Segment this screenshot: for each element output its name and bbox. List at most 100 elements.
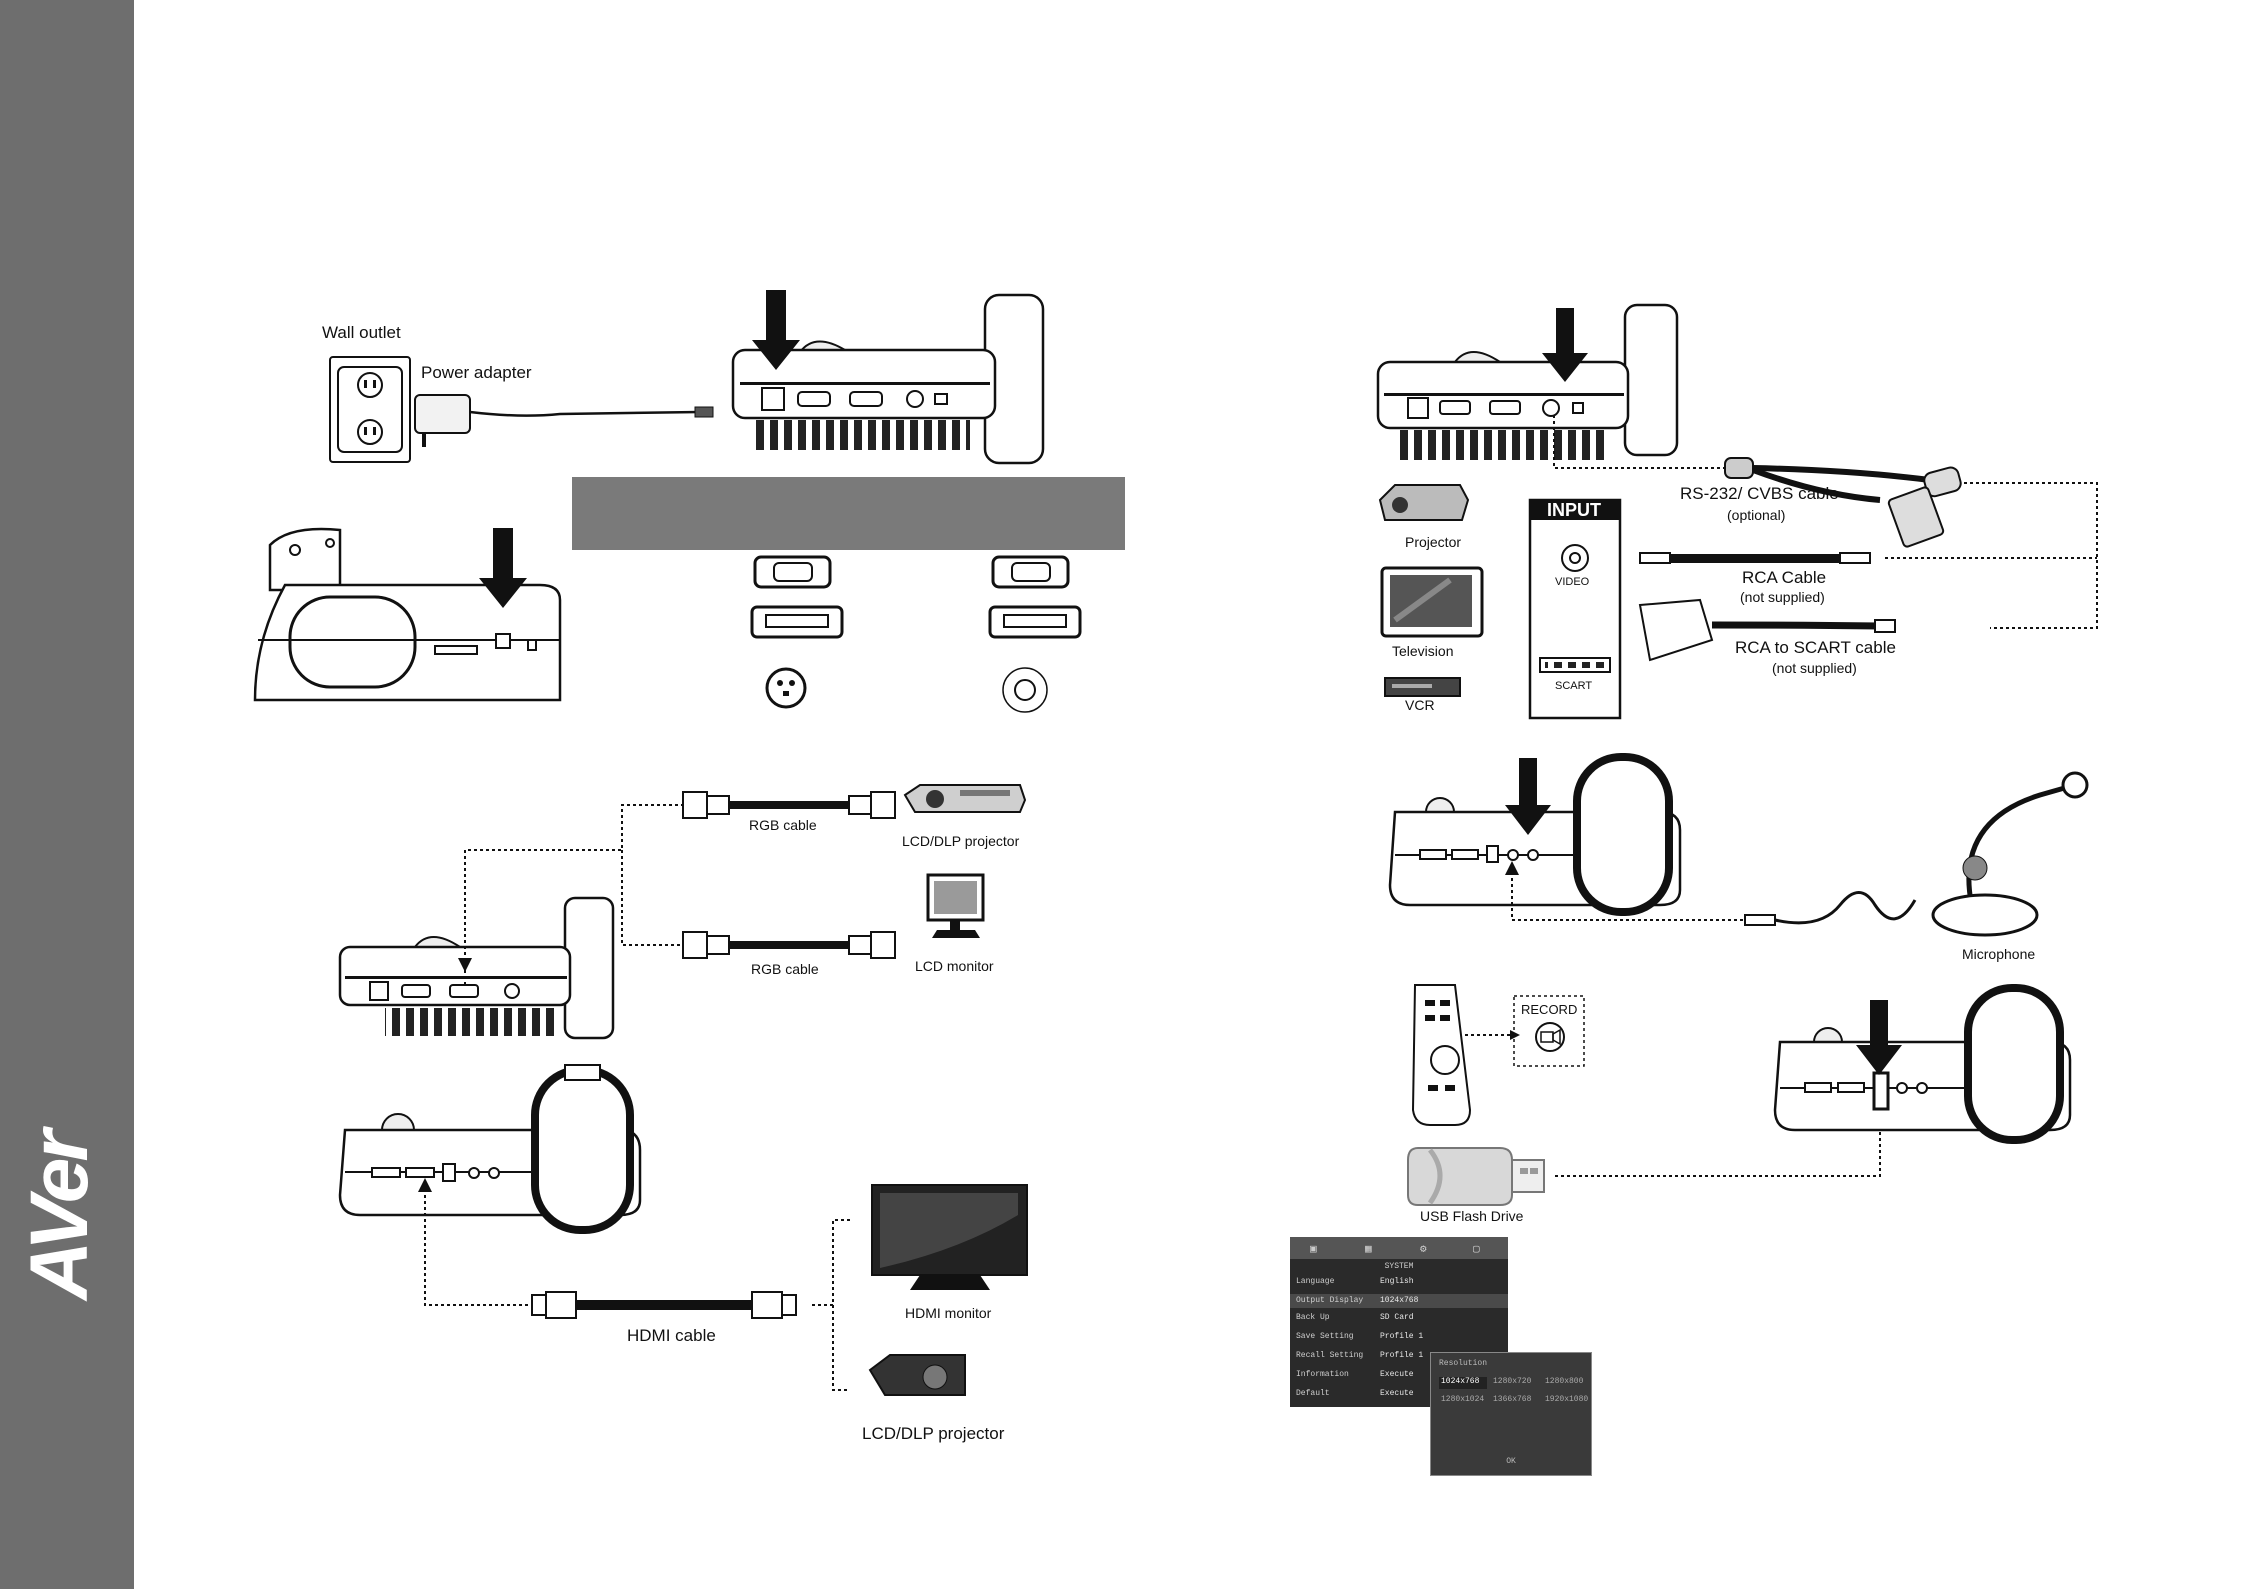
svideo-port-icon: [765, 667, 807, 709]
power-adapter-icon: [414, 394, 714, 447]
rs232-note: (optional): [1727, 507, 1786, 523]
port-table-header: [572, 477, 1125, 550]
osd-row-label: Back Up: [1296, 1313, 1330, 1322]
osd-row-label: Save Setting: [1296, 1332, 1354, 1341]
rca-cable-label: RCA Cable: [1742, 568, 1827, 587]
osd-header: SYSTEM: [1384, 1262, 1414, 1271]
scart-cable-label: RCA to SCART cable: [1735, 638, 1896, 657]
arrow-icon: [1856, 1000, 1902, 1075]
power-adapter-label: Power adapter: [421, 363, 532, 382]
rgb-cable-icon: [682, 931, 896, 959]
scart-cable-icon: [1638, 598, 1896, 662]
settings-tab-icon[interactable]: ▦: [1365, 1244, 1372, 1256]
scart-port-label: SCART: [1555, 680, 1593, 692]
osd-row[interactable]: Output Display 1024x768: [1290, 1294, 1508, 1308]
projector-icon: [903, 784, 1027, 813]
monitor-tab-icon[interactable]: ▢: [1473, 1244, 1480, 1256]
osd-row-value: SD Card: [1380, 1313, 1414, 1322]
arrow-icon: [752, 290, 800, 370]
camera-rear-rgb: [338, 896, 615, 1040]
hdmi-port-icon: [750, 605, 844, 639]
resolution-option[interactable]: 1280x720: [1493, 1377, 1532, 1386]
vcr-label: VCR: [1405, 697, 1435, 713]
image-tab-icon[interactable]: ▣: [1310, 1244, 1317, 1256]
rs232-cvbs-cable-icon: [1724, 457, 1962, 548]
dlp-projector-icon: [868, 1354, 966, 1396]
gear-icon[interactable]: ⚙: [1420, 1244, 1427, 1256]
sidebar: [0, 0, 134, 1589]
resolution-option[interactable]: 1280x1024: [1441, 1395, 1485, 1404]
osd-row-value: Execute: [1380, 1370, 1414, 1379]
rgb-cable-icon: [682, 791, 896, 819]
resolution-popup: Resolution 1024x768 1280x720 1280x800 12…: [1430, 1352, 1592, 1476]
osd-row-label: Language: [1296, 1277, 1335, 1286]
arrow-icon: [1542, 308, 1588, 382]
osd-row[interactable]: Information Execute: [1290, 1370, 1508, 1384]
osd-row-label: Information: [1296, 1370, 1349, 1379]
hdmi-monitor-icon: [871, 1184, 1028, 1290]
osd-row-value: Profile 1: [1380, 1351, 1424, 1360]
resolution-option[interactable]: 1024x768: [1439, 1377, 1487, 1389]
vga-port-icon: [991, 555, 1070, 589]
rca-note: (not supplied): [1740, 589, 1825, 605]
hdmi-cable-label: HDMI cable: [627, 1326, 716, 1345]
resolution-ok-button[interactable]: OK: [1506, 1457, 1516, 1466]
lcd-monitor-icon: [926, 873, 985, 938]
camera-rear-power: [731, 293, 1045, 465]
projector-icon: [1378, 484, 1470, 521]
arrow-icon: [1505, 758, 1551, 835]
camera-rear-video: [1376, 303, 1679, 460]
osd-row[interactable]: Recall Setting Profile 1: [1290, 1351, 1508, 1365]
hdmi-port-icon: [988, 605, 1082, 639]
rca-cable-icon: [1639, 552, 1871, 564]
resolution-title: Resolution: [1439, 1359, 1488, 1368]
rs232-cable-label: RS-232/ CVBS cable: [1680, 484, 1839, 503]
rgb-cable-label: RGB cable: [751, 961, 819, 977]
remote-control-icon: [1411, 984, 1472, 1126]
camera-side-switch: [253, 527, 562, 702]
wall-outlet-icon: [329, 356, 411, 463]
osd-row-label: Output Display: [1296, 1296, 1364, 1305]
osd-rows: Language English Output Display 1024x768…: [1290, 1275, 1508, 1405]
osd-row[interactable]: Save Setting Profile 1: [1290, 1332, 1508, 1346]
microphone-label: Microphone: [1962, 946, 2036, 962]
video-port-label: VIDEO: [1555, 576, 1590, 588]
dlp-projector-label: LCD/DLP projector: [862, 1424, 1005, 1443]
osd-row[interactable]: Language English: [1290, 1277, 1508, 1291]
vga-port-icon: [753, 555, 832, 589]
input-header: INPUT: [1547, 500, 1601, 520]
projector-label: LCD/DLP projector: [902, 833, 1020, 849]
resolution-option[interactable]: 1366x768: [1493, 1395, 1532, 1404]
osd-row-label: Recall Setting: [1296, 1351, 1364, 1360]
osd-row-value: English: [1380, 1277, 1414, 1286]
hdmi-monitor-label: HDMI monitor: [905, 1305, 992, 1321]
input-panel: [1528, 498, 1622, 720]
wall-outlet-label: Wall outlet: [322, 323, 401, 342]
resolution-option[interactable]: 1920x1080: [1545, 1395, 1589, 1404]
hdmi-cable-icon: [531, 1291, 797, 1319]
osd-row[interactable]: Default Execute: [1290, 1389, 1508, 1403]
osd-row-label: Default: [1296, 1389, 1330, 1398]
rca-port-icon: [1002, 667, 1048, 713]
camera-side-mic: [1388, 753, 1682, 916]
camera-side-usb: [1773, 984, 2072, 1144]
osd-row-value: 1024x768: [1380, 1296, 1419, 1305]
rgb-cable-label: RGB cable: [749, 817, 817, 833]
usb-flash-drive-label: USB Flash Drive: [1420, 1208, 1524, 1224]
resolution-option[interactable]: 1280x800: [1545, 1377, 1584, 1386]
vcr-icon: [1384, 677, 1461, 697]
television-icon: [1380, 566, 1484, 638]
microphone-icon: [1744, 771, 2089, 937]
monitor-label: LCD monitor: [915, 958, 994, 974]
record-label: RECORD: [1521, 1002, 1578, 1017]
arrow-icon: [479, 528, 527, 608]
camera-side-hdmi: [338, 1064, 642, 1234]
osd-tab-bar: ▣ ▦ ⚙ ▢: [1290, 1237, 1508, 1259]
scart-note: (not supplied): [1772, 660, 1857, 676]
osd-row[interactable]: Back Up SD Card: [1290, 1313, 1508, 1327]
projector-label: Projector: [1405, 534, 1462, 550]
record-button-frame: [1513, 995, 1585, 1067]
television-label: Television: [1392, 643, 1454, 659]
osd-row-value: Profile 1: [1380, 1332, 1424, 1341]
